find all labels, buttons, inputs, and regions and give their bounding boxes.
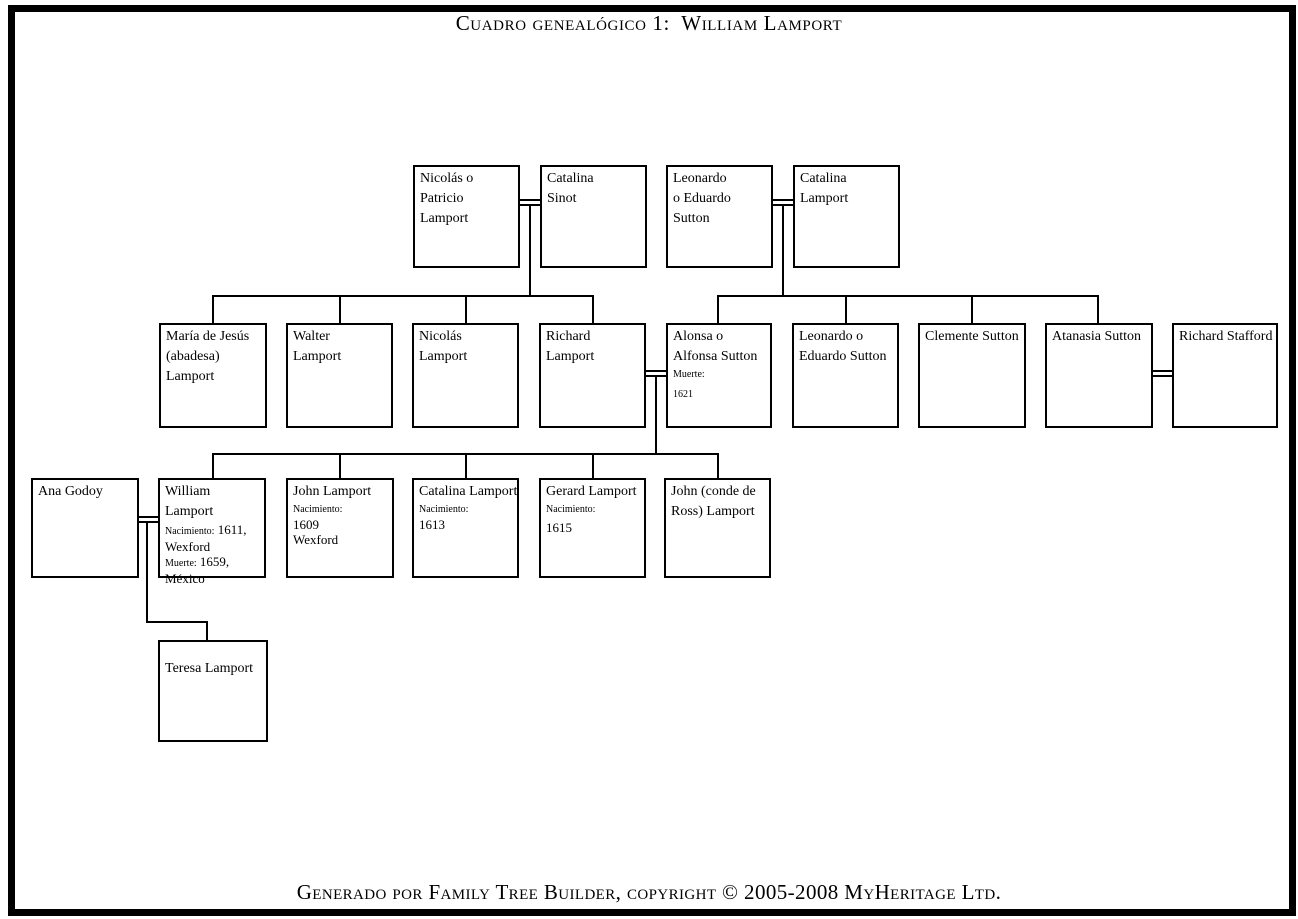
- descent-elbow-teresa: [146, 621, 208, 623]
- person-box-nicolas-o-patricio-lamport[interactable]: Nicolás o Patricio Lamport: [413, 165, 520, 268]
- person-name-line: Alonsa o: [673, 329, 724, 344]
- birth-label: Nacimiento:: [293, 504, 343, 515]
- child-stub-atanasia: [1097, 295, 1099, 325]
- birth-place: Wexford: [165, 539, 211, 554]
- child-stub-alonsa: [717, 295, 719, 325]
- person-name-line: Clemente Sutton: [925, 329, 1019, 344]
- person-name-line: María de Jesús: [166, 329, 250, 344]
- page-border: [8, 5, 1296, 916]
- child-stub-john-conde: [717, 453, 719, 480]
- person-box-richard-stafford[interactable]: Richard Stafford: [1172, 323, 1278, 428]
- person-name-line: Patricio: [420, 191, 464, 206]
- person-box-leonardo-o-eduardo-sutton-jr[interactable]: Leonardo o Eduardo Sutton: [792, 323, 899, 428]
- person-name-line: Lamport: [166, 369, 215, 384]
- death-year: 1621: [673, 389, 693, 400]
- person-box-teresa-lamport[interactable]: Teresa Lamport: [158, 640, 268, 742]
- person-name-line: Richard Stafford: [1179, 329, 1273, 344]
- person-name-line: Lamport: [546, 349, 595, 364]
- person-name-line: (abadesa): [166, 349, 220, 364]
- person-name-line: John (conde de: [671, 484, 756, 499]
- person-box-maria-de-jesus-lamport[interactable]: María de Jesús (abadesa) Lamport: [159, 323, 267, 428]
- marriage-line-atanasia-stafford: [1153, 370, 1172, 377]
- person-box-william-lamport[interactable]: William Lamport Nacimiento: 1611, Wexfor…: [158, 478, 266, 586]
- person-name-line: John Lamport: [293, 484, 372, 499]
- child-stub-william: [212, 453, 214, 480]
- person-box-john-conde-de-ross-lamport[interactable]: John (conde de Ross) Lamport: [664, 478, 771, 578]
- person-name-line: Catalina: [547, 171, 594, 186]
- person-name-line: Lamport: [420, 211, 469, 226]
- person-name-line: Catalina Lamport: [419, 484, 518, 499]
- person-name-line: Atanasia Sutton: [1052, 329, 1142, 344]
- person-name-line: Lamport: [419, 349, 468, 364]
- person-box-catalina-lamport-sr[interactable]: Catalina Lamport: [793, 165, 900, 268]
- sibling-line-lamport-children: [212, 295, 594, 297]
- person-box-alonsa-o-alfonsa-sutton[interactable]: Alonsa o Alfonsa Sutton Muerte: 1621: [666, 323, 772, 428]
- person-name-line: Leonardo: [673, 171, 727, 186]
- death-label: Muerte:: [673, 369, 705, 380]
- person-box-nicolas-lamport[interactable]: Nicolás Lamport: [412, 323, 519, 428]
- person-name-line: Leonardo o: [799, 329, 864, 344]
- birth-label: Nacimiento:: [546, 504, 596, 515]
- person-box-john-lamport[interactable]: John Lamport Nacimiento: 1609 Wexford: [286, 478, 394, 578]
- marriage-line-ana-william: [139, 516, 158, 523]
- child-stub-gerard: [592, 453, 594, 480]
- person-box-gerard-lamport[interactable]: Gerard Lamport Nacimiento: 1615: [539, 478, 646, 578]
- child-stub-nicolas-jr: [465, 295, 467, 325]
- person-name-line: Lamport: [165, 504, 214, 519]
- birth-detail: Nacimiento: 1611,: [165, 522, 260, 539]
- person-box-ana-godoy[interactable]: Ana Godoy: [31, 478, 139, 578]
- person-name-line: Sutton: [673, 211, 710, 226]
- chart-title: Cuadro genealógico 1: William Lamport: [455, 11, 843, 35]
- sibling-line-sutton-children: [717, 295, 1099, 297]
- birth-place: Wexford: [293, 532, 339, 547]
- person-name-line: Nicolás o: [420, 171, 474, 186]
- person-name-line: Nicolás: [419, 329, 462, 344]
- descent-line-richard-alonsa-family: [655, 376, 657, 455]
- person-box-catalina-lamport-jr[interactable]: Catalina Lamport Nacimiento: 1613: [412, 478, 519, 578]
- person-name-line: Lamport: [800, 191, 849, 206]
- child-stub-leonardo-jr: [845, 295, 847, 325]
- person-box-clemente-sutton[interactable]: Clemente Sutton: [918, 323, 1026, 428]
- birth-year: 1615: [546, 520, 572, 535]
- person-name-line: William: [165, 484, 211, 499]
- person-name-line: o Eduardo: [673, 191, 731, 206]
- person-name-line: Ana Godoy: [38, 484, 103, 499]
- person-box-leonardo-o-eduardo-sutton-sr[interactable]: Leonardo o Eduardo Sutton: [666, 165, 773, 268]
- person-name-line: Catalina: [800, 171, 847, 186]
- death-label: Muerte:: [165, 558, 197, 569]
- person-box-walter-lamport[interactable]: Walter Lamport: [286, 323, 393, 428]
- death-year: 1659,: [199, 554, 230, 569]
- person-name-line: Sinot: [547, 191, 577, 206]
- child-stub-teresa: [206, 621, 208, 642]
- child-stub-walter: [339, 295, 341, 325]
- person-name-line: Lamport: [293, 349, 342, 364]
- person-box-catalina-sinot[interactable]: Catalina Sinot: [540, 165, 647, 268]
- person-name-line: Alfonsa Sutton: [673, 349, 758, 364]
- descent-line-lamport-family: [529, 205, 531, 297]
- person-name-line: Teresa Lamport: [165, 661, 254, 676]
- footer-credit: Generado por Family Tree Builder, copyri…: [296, 880, 1002, 904]
- child-stub-catalina-jr: [465, 453, 467, 480]
- child-stub-clemente: [971, 295, 973, 325]
- death-detail: Muerte: 1659,: [165, 554, 260, 571]
- birth-year: 1611,: [217, 522, 247, 537]
- person-name-line: Eduardo Sutton: [799, 349, 887, 364]
- child-stub-maria: [212, 295, 214, 325]
- person-name-line: Gerard Lamport: [546, 484, 637, 499]
- person-name-line: Ross) Lamport: [671, 504, 755, 519]
- child-stub-john: [339, 453, 341, 480]
- person-name-line: Richard: [546, 329, 591, 344]
- person-box-richard-lamport[interactable]: Richard Lamport: [539, 323, 646, 428]
- death-place: México: [165, 571, 205, 586]
- birth-label: Nacimiento:: [419, 504, 469, 515]
- descent-line-ana-william-family: [146, 521, 148, 623]
- person-box-atanasia-sutton[interactable]: Atanasia Sutton: [1045, 323, 1153, 428]
- descent-line-sutton-family: [782, 205, 784, 297]
- child-stub-richard: [592, 295, 594, 325]
- person-name-line: Walter: [293, 329, 330, 344]
- birth-year: 1609: [293, 517, 319, 532]
- birth-label: Nacimiento:: [165, 526, 215, 537]
- birth-year: 1613: [419, 517, 445, 532]
